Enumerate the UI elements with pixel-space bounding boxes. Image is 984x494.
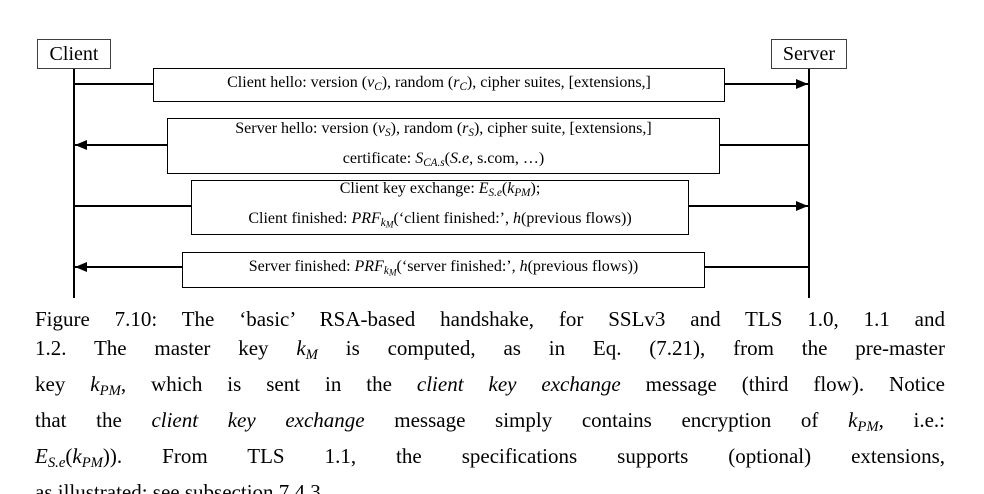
text-segment: C xyxy=(374,81,382,94)
text-segment: key xyxy=(35,372,91,397)
text-segment: (previous flows)) xyxy=(521,210,632,228)
text-segment: v xyxy=(377,119,386,137)
text-segment: client key exchange xyxy=(416,372,621,397)
actor-label-client: Client xyxy=(49,42,99,65)
figure-caption: Figure 7.10: The ‘basic’ RSA-based hands… xyxy=(35,305,945,494)
text-segment: h xyxy=(513,210,521,228)
caption-line: ES.e(kPM)). From TLS 1.1, the specificat… xyxy=(35,442,945,478)
message-box-client-key-exchange: Client key exchange: ES.e(kPM); Client f… xyxy=(191,180,689,235)
text-segment: ( xyxy=(444,150,450,167)
arrowhead-right-icon xyxy=(796,79,808,89)
text-segment: Client key exchange: xyxy=(339,180,479,198)
text-segment: ); xyxy=(530,180,541,198)
text-segment: that the xyxy=(35,408,152,433)
arrowhead-left-icon xyxy=(75,262,87,272)
message-line: Client hello: version (vC), random (rC),… xyxy=(227,70,651,100)
text-segment: (‘client finished:’, xyxy=(393,210,513,228)
text-segment: r xyxy=(462,119,469,137)
text-segment: ), cipher suites, [extensions,] xyxy=(466,73,651,91)
text-segment: k xyxy=(90,372,100,397)
text-segment: ( xyxy=(501,180,508,198)
text-segment: PRF xyxy=(354,257,384,275)
caption-line: 1.2. The master key kM is computed, as i… xyxy=(35,334,945,370)
message-line: Client finished: PRFkM(‘client finished:… xyxy=(248,206,631,239)
text-segment: as illustrated; see subsection 7.4.3. xyxy=(35,480,327,494)
text-segment: k xyxy=(383,264,389,277)
text-segment: Client hello: version ( xyxy=(227,73,368,91)
text-segment: S xyxy=(468,127,474,139)
text-segment: v xyxy=(367,73,375,91)
text-segment: k xyxy=(380,217,386,230)
text-segment: , s.com, …) xyxy=(469,150,545,167)
actor-label-server: Server xyxy=(782,42,836,65)
text-segment: E xyxy=(478,180,489,198)
text-segment: h xyxy=(519,257,528,275)
text-segment: PRF xyxy=(351,210,381,228)
text-segment: 1.2. The master key xyxy=(35,336,297,360)
caption-line: that the client key exchange message sim… xyxy=(35,406,945,442)
text-segment: PM xyxy=(99,383,121,400)
message-line: Server hello: version (vS), random (rS),… xyxy=(235,116,651,146)
text-segment: , which is sent in the xyxy=(120,372,417,397)
text-segment: k xyxy=(848,408,858,433)
text-segment: r xyxy=(453,73,460,91)
text-segment: Client finished: xyxy=(248,210,352,228)
text-segment: M xyxy=(305,347,318,364)
caption-line: key kPM, which is sent in the client key… xyxy=(35,370,945,406)
text-segment: ), cipher suite, [extensions,] xyxy=(473,119,652,137)
message-line: certificate: SCA.s(S.e, s.com, …) xyxy=(343,146,544,176)
text-segment: E xyxy=(35,444,48,469)
caption-line: Figure 7.10: The ‘basic’ RSA-based hands… xyxy=(35,305,945,334)
text-segment: PM xyxy=(81,455,103,472)
message-line: Client key exchange: ES.e(kPM); xyxy=(340,176,541,206)
text-segment: ), random ( xyxy=(381,73,454,91)
text-segment: k xyxy=(507,180,515,198)
text-segment: (previous flows)) xyxy=(527,257,639,275)
server-lifeline xyxy=(808,67,810,298)
message-line: Server finished: PRFkM(‘server finished:… xyxy=(249,254,638,287)
text-segment: (‘server finished:’, xyxy=(396,257,520,275)
text-segment: S.e xyxy=(488,187,502,200)
text-segment: k xyxy=(72,444,82,469)
text-segment: ), random ( xyxy=(390,119,463,137)
text-segment: Figure 7.10: The ‘basic’ RSA-based hands… xyxy=(35,307,945,331)
caption-line: as illustrated; see subsection 7.4.3. xyxy=(35,478,945,494)
text-segment: M xyxy=(385,220,394,231)
text-segment: S xyxy=(415,150,424,167)
text-segment: message (third flow). Notice xyxy=(620,372,946,397)
actor-box-server: Server xyxy=(771,39,847,69)
arrowhead-right-icon xyxy=(796,201,808,211)
text-segment: client key exchange xyxy=(151,408,365,433)
text-segment: certificate: xyxy=(342,150,416,167)
text-segment: S.e xyxy=(47,455,66,472)
message-box-server-finished: Server finished: PRFkM(‘server finished:… xyxy=(182,252,705,288)
text-segment: message simply contains encryption of xyxy=(364,408,849,433)
text-segment: S.e xyxy=(449,150,470,167)
actor-box-client: Client xyxy=(37,39,111,69)
text-segment: PM xyxy=(857,419,879,436)
text-segment: is computed, as in Eq. (7.21), from the … xyxy=(317,336,945,360)
text-segment: CA.s xyxy=(423,157,445,170)
text-segment: , i.e.: xyxy=(878,408,945,433)
arrowhead-left-icon xyxy=(75,140,87,150)
message-box-server-hello: Server hello: version (vS), random (rS),… xyxy=(167,118,720,174)
text-segment: M xyxy=(388,268,397,279)
text-segment: k xyxy=(296,336,306,360)
text-segment: Server hello: version ( xyxy=(235,119,378,137)
text-segment: PM xyxy=(514,187,531,200)
message-box-client-hello: Client hello: version (vC), random (rC),… xyxy=(153,68,725,102)
client-lifeline xyxy=(73,67,75,298)
text-segment: )). From TLS 1.1, the specifications sup… xyxy=(102,444,945,469)
text-segment: C xyxy=(459,81,467,94)
text-segment: ( xyxy=(65,444,73,469)
text-segment: S xyxy=(385,127,391,139)
text-segment: Server finished: xyxy=(248,257,355,275)
